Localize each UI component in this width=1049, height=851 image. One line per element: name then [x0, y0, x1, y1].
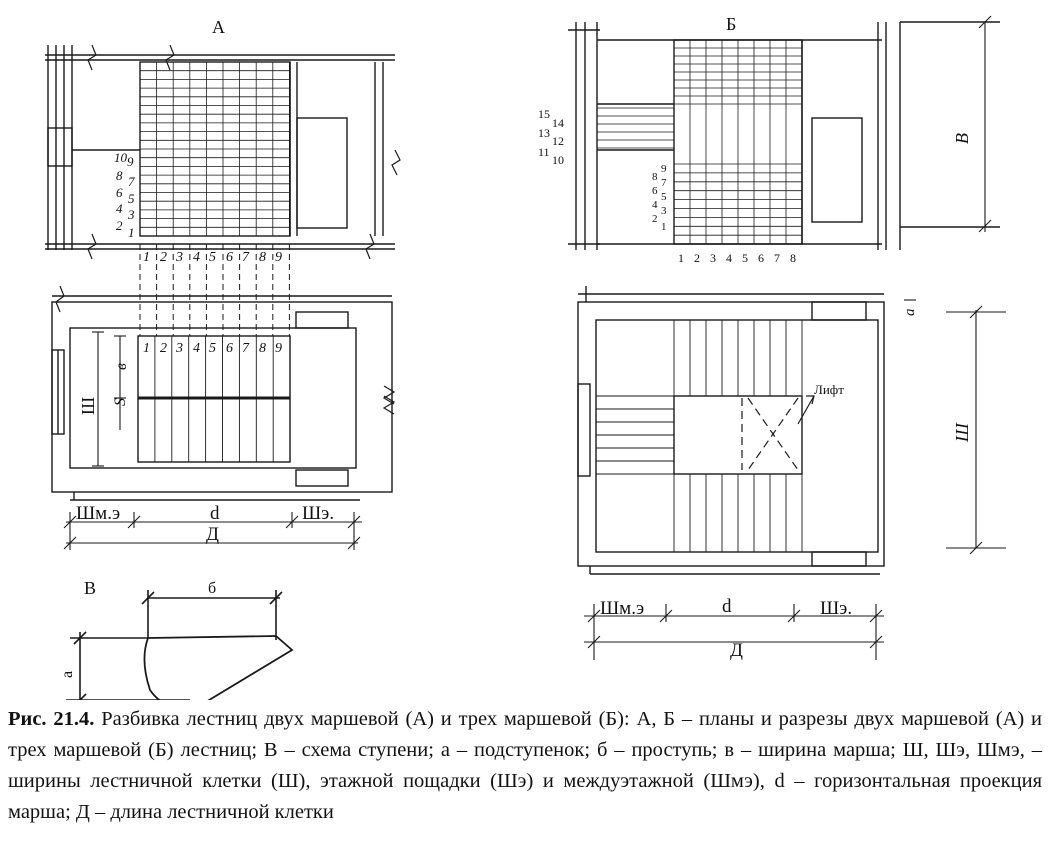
caption-text: Разбивка лестниц двух маршевой (А) и тре… — [8, 708, 1042, 823]
riser-number: 2 — [652, 213, 658, 225]
caption-label: Рис. 21.4. — [8, 708, 95, 730]
riser-number: 14 — [552, 116, 564, 130]
panel-a-dim-lines — [92, 331, 126, 467]
lift-label: Лифт — [814, 382, 844, 397]
step-number: 8 — [259, 250, 266, 265]
step-number: 6 — [758, 251, 764, 265]
panel-b-dim-D: Д — [730, 640, 743, 661]
riser-number: 1 — [661, 221, 667, 233]
step-number: 8 — [259, 341, 266, 356]
panel-a-section — [45, 45, 395, 250]
step-number: 6 — [226, 250, 233, 265]
panel-v-step-scheme — [66, 590, 294, 700]
panel-a-plan-steps — [137, 336, 291, 462]
riser-number: 7 — [128, 174, 135, 189]
panel-a-title: А — [212, 17, 225, 37]
step-number: 9 — [275, 250, 282, 265]
panel-b-dim-she: Шэ. — [820, 598, 852, 619]
dim-d-label: d — [210, 503, 220, 524]
step-number: 7 — [242, 250, 250, 265]
riser-number: 3 — [661, 205, 667, 217]
riser-number: 2 — [116, 218, 123, 233]
step-number: 1 — [143, 250, 150, 265]
riser-number: 8 — [116, 168, 123, 183]
step-number: 3 — [710, 251, 716, 265]
step-number: 2 — [160, 250, 167, 265]
panel-v-title: В — [84, 578, 96, 598]
riser-number: 6 — [652, 185, 658, 197]
dim-D-label: Д — [206, 524, 219, 545]
panel-b-plan-dims — [904, 299, 1006, 555]
panel-b-horizontal-dims — [584, 604, 884, 660]
riser-number: 4 — [116, 201, 123, 216]
riser-number: 7 — [661, 177, 667, 189]
step-number: 5 — [209, 250, 216, 265]
panel-b-title: Б — [726, 14, 736, 34]
figure-caption: Рис. 21.4. Разбивка лестниц двух маршево… — [8, 704, 1042, 828]
riser-number: 9 — [127, 154, 134, 169]
panel-b-stair-grid — [597, 39, 803, 245]
panel-b-dim-sh: Ш — [952, 422, 972, 443]
panel-a-stair-grid — [139, 61, 290, 237]
riser-number: 12 — [552, 134, 564, 148]
riser-number: 6 — [116, 185, 123, 200]
step-number: 4 — [193, 341, 200, 356]
riser-number: 11 — [538, 145, 550, 159]
riser-number: 3 — [127, 207, 135, 222]
step-number: 5 — [209, 341, 216, 356]
step-number: 7 — [242, 341, 250, 356]
panel-a-plan — [51, 295, 393, 501]
step-number: 2 — [160, 341, 167, 356]
panel-b-lift — [741, 395, 815, 471]
panel-a-break-marks — [87, 44, 401, 260]
panel-b-height-dim — [978, 15, 992, 233]
panel-v-dim-a: а — [59, 671, 76, 678]
dim-b-label: в — [113, 363, 130, 370]
step-number: 3 — [175, 250, 183, 265]
step-number: 3 — [175, 341, 183, 356]
step-number: 8 — [790, 251, 796, 265]
step-number: 2 — [694, 251, 700, 265]
dim-shme-label: Шм.э — [76, 503, 120, 524]
panel-b-dim-height: В — [952, 133, 972, 144]
step-number: 7 — [774, 251, 780, 265]
step-number: 4 — [726, 251, 732, 265]
riser-number: 10 — [114, 150, 128, 165]
panel-v-dim-b: б — [208, 580, 216, 597]
dim-s-label: S — [112, 398, 129, 406]
riser-number: 10 — [552, 153, 564, 167]
step-number: 9 — [275, 341, 282, 356]
riser-number: 4 — [652, 199, 658, 211]
dim-she-label: Шэ. — [302, 503, 334, 524]
panel-a-horizontal-dims — [63, 512, 362, 550]
step-number: 4 — [193, 250, 200, 265]
riser-number: 9 — [661, 163, 667, 175]
step-number: 6 — [226, 341, 233, 356]
panel-a-projection-lines — [139, 244, 290, 336]
riser-number: 5 — [128, 191, 135, 206]
panel-b-plan — [577, 286, 885, 575]
panel-b-dim-a: a — [902, 309, 918, 317]
riser-number: 13 — [538, 126, 550, 140]
riser-number: 1 — [128, 225, 135, 240]
figure-drawing: А 10 9 8 7 6 5 4 3 2 1 1 2 3 4 5 6 7 8 9 — [45, 14, 1006, 700]
panel-b-dim-shme: Шм.э — [600, 598, 644, 619]
riser-number: 8 — [652, 171, 658, 183]
panel-a-plan-breaks — [55, 285, 396, 415]
step-number: 1 — [678, 251, 684, 265]
panel-b-dim-d: d — [722, 596, 732, 617]
step-number: 5 — [742, 251, 748, 265]
riser-number: 15 — [538, 107, 550, 121]
riser-number: 5 — [661, 191, 667, 203]
panel-b-plan-steps — [596, 320, 803, 552]
dim-sh-label: Ш — [78, 397, 98, 415]
step-number: 1 — [143, 341, 150, 356]
